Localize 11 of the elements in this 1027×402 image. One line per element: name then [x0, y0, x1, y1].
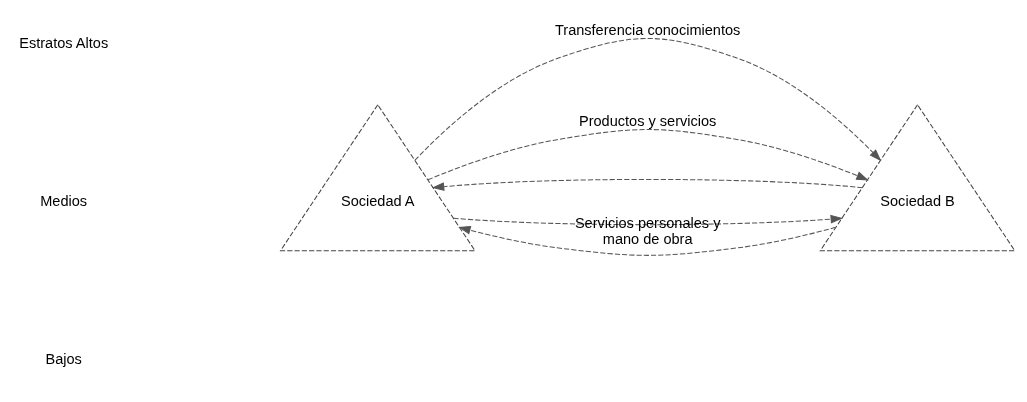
edge-label: Productos y servicios: [578, 113, 717, 130]
label: Bajos: [45, 350, 82, 367]
edge-label: Servicios personales y mano de obra: [574, 215, 721, 247]
arrow: [453, 214, 844, 226]
arrow: [427, 129, 869, 181]
arrow: [414, 37, 882, 162]
arrow: [431, 178, 863, 191]
arrow: [458, 225, 837, 256]
label: Medios: [40, 192, 88, 209]
edge-label: Transferencia conocimientos: [554, 21, 741, 38]
label: Estratos Altos: [19, 34, 109, 51]
